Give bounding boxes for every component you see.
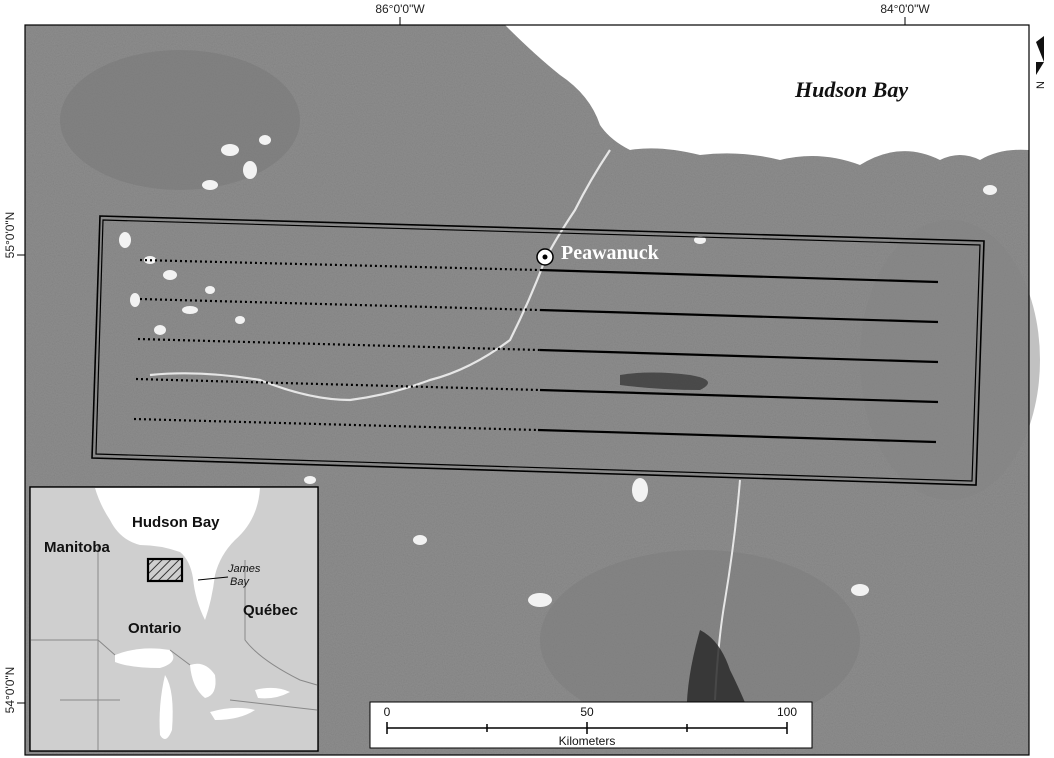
north-arrow-letter: N [1035, 81, 1047, 89]
peawanuck-label: Peawanuck [561, 242, 660, 264]
flight-line-1-solid [539, 268, 939, 284]
graticule-ticks [17, 17, 906, 704]
scale-unit-label: Kilometers [559, 734, 616, 748]
lon-label-86w: 86°0'0"W [375, 2, 425, 16]
scale-tick-50: 50 [580, 705, 594, 719]
north-arrow-icon: N [1035, 36, 1047, 89]
inset-ontario-label: Ontario [128, 620, 181, 637]
lat-label-55n: 55°0'0"N [3, 212, 17, 259]
lat-label-54n: 54°0'0"N [3, 667, 17, 714]
flight-line-2-dotted [139, 297, 541, 312]
scale-tick-0: 0 [384, 705, 391, 719]
lon-label-84w: 84°0'0"W [880, 2, 930, 16]
flight-line-1-dotted [139, 258, 541, 272]
peawanuck-marker [536, 248, 554, 266]
flight-line-5-solid [537, 428, 937, 444]
inset-study-area [146, 557, 184, 583]
inset-quebec-label: Québec [243, 602, 298, 619]
inset-hudson-bay-label: Hudson Bay [132, 514, 220, 531]
map-neatline [24, 24, 1030, 756]
flight-lines [133, 258, 939, 444]
flight-line-2-solid [539, 308, 939, 324]
hudson-bay-label: Hudson Bay [794, 77, 908, 102]
inset-great-lakes [115, 648, 290, 739]
inset-hudson-bay [95, 488, 260, 620]
study-area-boundary [91, 215, 985, 486]
scale-bar: 0 50 100 Kilometers [369, 701, 813, 749]
flight-line-3-solid [539, 348, 939, 364]
winisk-river [149, 149, 611, 402]
flight-line-4-solid [539, 388, 939, 404]
scale-tick-100: 100 [777, 705, 797, 719]
flight-line-3-dotted [137, 337, 541, 352]
flight-line-5-dotted [133, 417, 539, 432]
flight-line-4-dotted [135, 377, 541, 392]
hudson-bay-water [505, 25, 1029, 165]
inset-manitoba-label: Manitoba [44, 539, 110, 556]
